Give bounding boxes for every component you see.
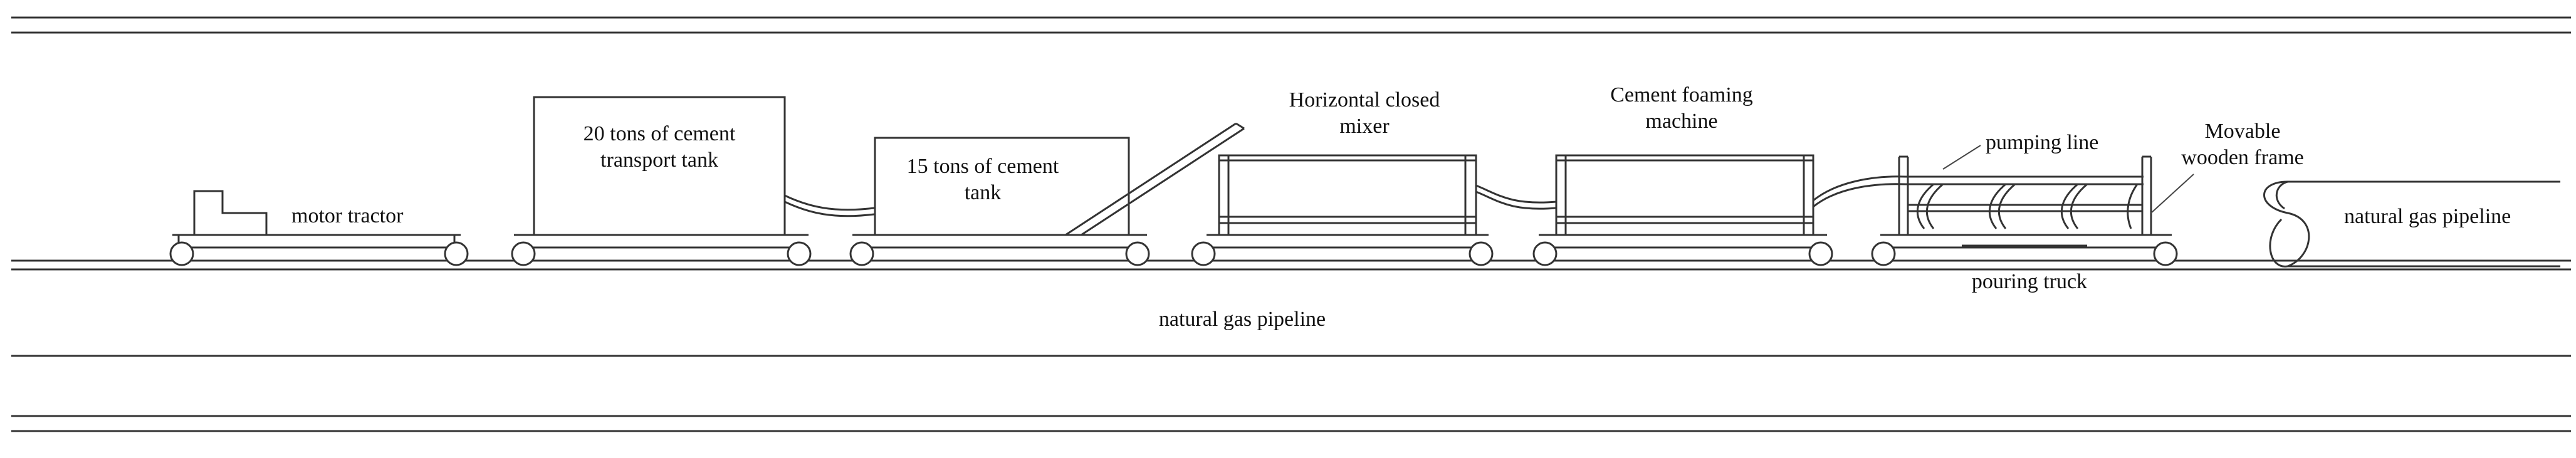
tractor-wheel-rear — [444, 241, 469, 266]
label-cement-tank-line1: 15 tons of cement — [907, 155, 1059, 178]
label-cement-tank-line2: tank — [965, 181, 1002, 204]
label-wooden-frame-line2: wooden frame — [2181, 146, 2303, 169]
label-wooden-frame-line1: Movable — [2205, 120, 2281, 143]
label-foaming-machine-line1: Cement foaming — [1610, 83, 1753, 107]
hose-transport-to-tank — [784, 194, 875, 211]
bottom-boundary-lines — [11, 355, 2571, 432]
label-cement-transport-tank-line1: 20 tons of cement — [584, 122, 736, 145]
hose-transport-to-tank-inner — [784, 200, 875, 217]
mixer-wheel-right — [1469, 241, 1494, 266]
motor-tractor — [169, 190, 469, 266]
horizontal-mixer — [1191, 154, 1494, 266]
cement-tank-wheel-left — [849, 241, 874, 266]
label-pouring-truck: pouring truck — [1972, 270, 2087, 293]
label-pipeline-bottom: natural gas pipeline — [1159, 308, 1326, 331]
leader-pumping-line — [1942, 145, 1981, 170]
transport-tank-wheel-left — [511, 241, 536, 266]
label-horizontal-mixer-line2: mixer — [1339, 115, 1390, 138]
pouring-truck-wheel-right — [2153, 241, 2178, 266]
leader-wooden-frame — [2150, 174, 2194, 214]
label-foaming-machine-line2: machine — [1645, 110, 1717, 133]
hose-mixer-to-foamer-inner — [1475, 190, 1557, 210]
hose-mixer-to-foamer — [1475, 184, 1557, 204]
transport-tank-wheel-right — [787, 241, 812, 266]
label-cement-transport-tank-line2: transport tank — [600, 148, 718, 172]
cement-transport-tank — [511, 96, 812, 266]
label-pumping-line: pumping line — [1986, 131, 2098, 154]
cement-tank-wheel-right — [1125, 241, 1150, 266]
pipeline-section-right — [2263, 180, 2560, 268]
pumping-line-hose — [1813, 175, 2144, 202]
foamer-wheel-left — [1532, 241, 1558, 266]
pouring-truck — [1871, 155, 2178, 266]
label-horizontal-mixer-line1: Horizontal closed — [1289, 88, 1440, 112]
tractor-wheel-front — [169, 241, 194, 266]
label-pipeline-right: natural gas pipeline — [2344, 205, 2511, 228]
foaming-machine — [1532, 154, 1833, 266]
mixer-wheel-left — [1191, 241, 1216, 266]
pouring-truck-wheel-left — [1871, 241, 1896, 266]
rail-track — [11, 259, 2571, 271]
top-boundary-lines — [11, 16, 2571, 34]
label-motor-tractor: motor tractor — [291, 204, 404, 227]
foamer-wheel-right — [1808, 241, 1833, 266]
pumping-line-hose-inner — [1813, 183, 2144, 208]
cement-tank — [849, 122, 1245, 266]
